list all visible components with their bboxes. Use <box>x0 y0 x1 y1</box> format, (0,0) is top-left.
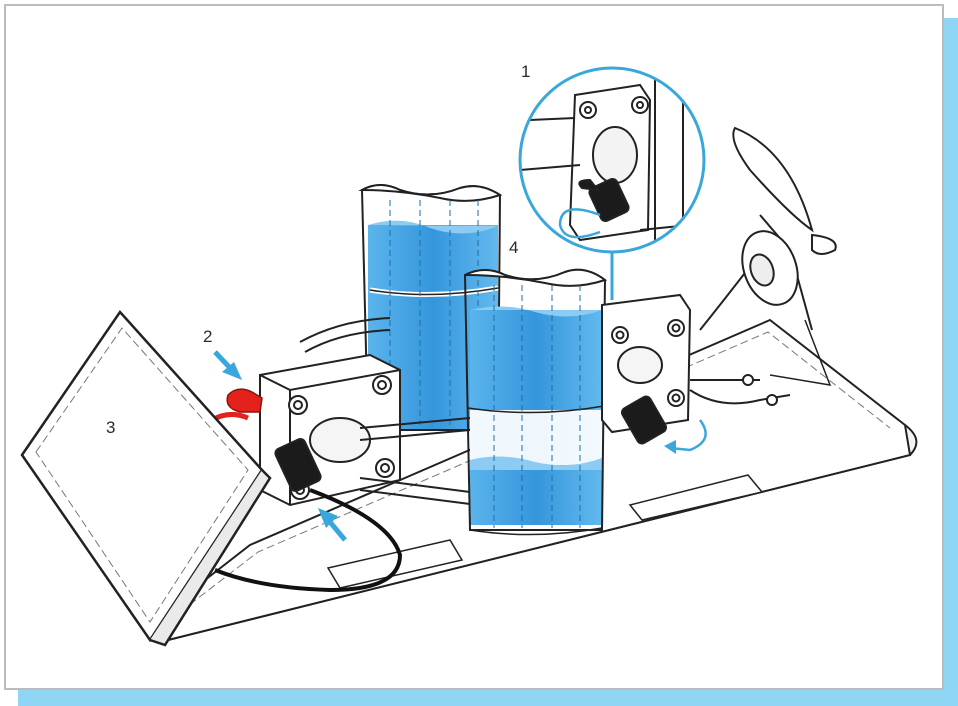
label-detail-1: 1 <box>521 62 531 81</box>
black-cable <box>214 488 403 593</box>
right-fuel-cell <box>601 293 791 445</box>
motor-propeller <box>699 126 837 386</box>
solar-panel <box>20 309 272 647</box>
left-electrolyzer <box>210 353 401 507</box>
detail-zoom <box>518 66 706 300</box>
blue-arrows <box>213 350 707 542</box>
label-tanks-4: 4 <box>509 238 519 257</box>
connecting-tubes <box>299 317 631 505</box>
label-solar-panel-3: 3 <box>106 418 116 437</box>
label-connector-2: 2 <box>203 327 213 346</box>
tank-bottom-lines <box>469 527 603 536</box>
base-label-plates <box>326 474 764 589</box>
front-water-tank <box>463 268 608 531</box>
